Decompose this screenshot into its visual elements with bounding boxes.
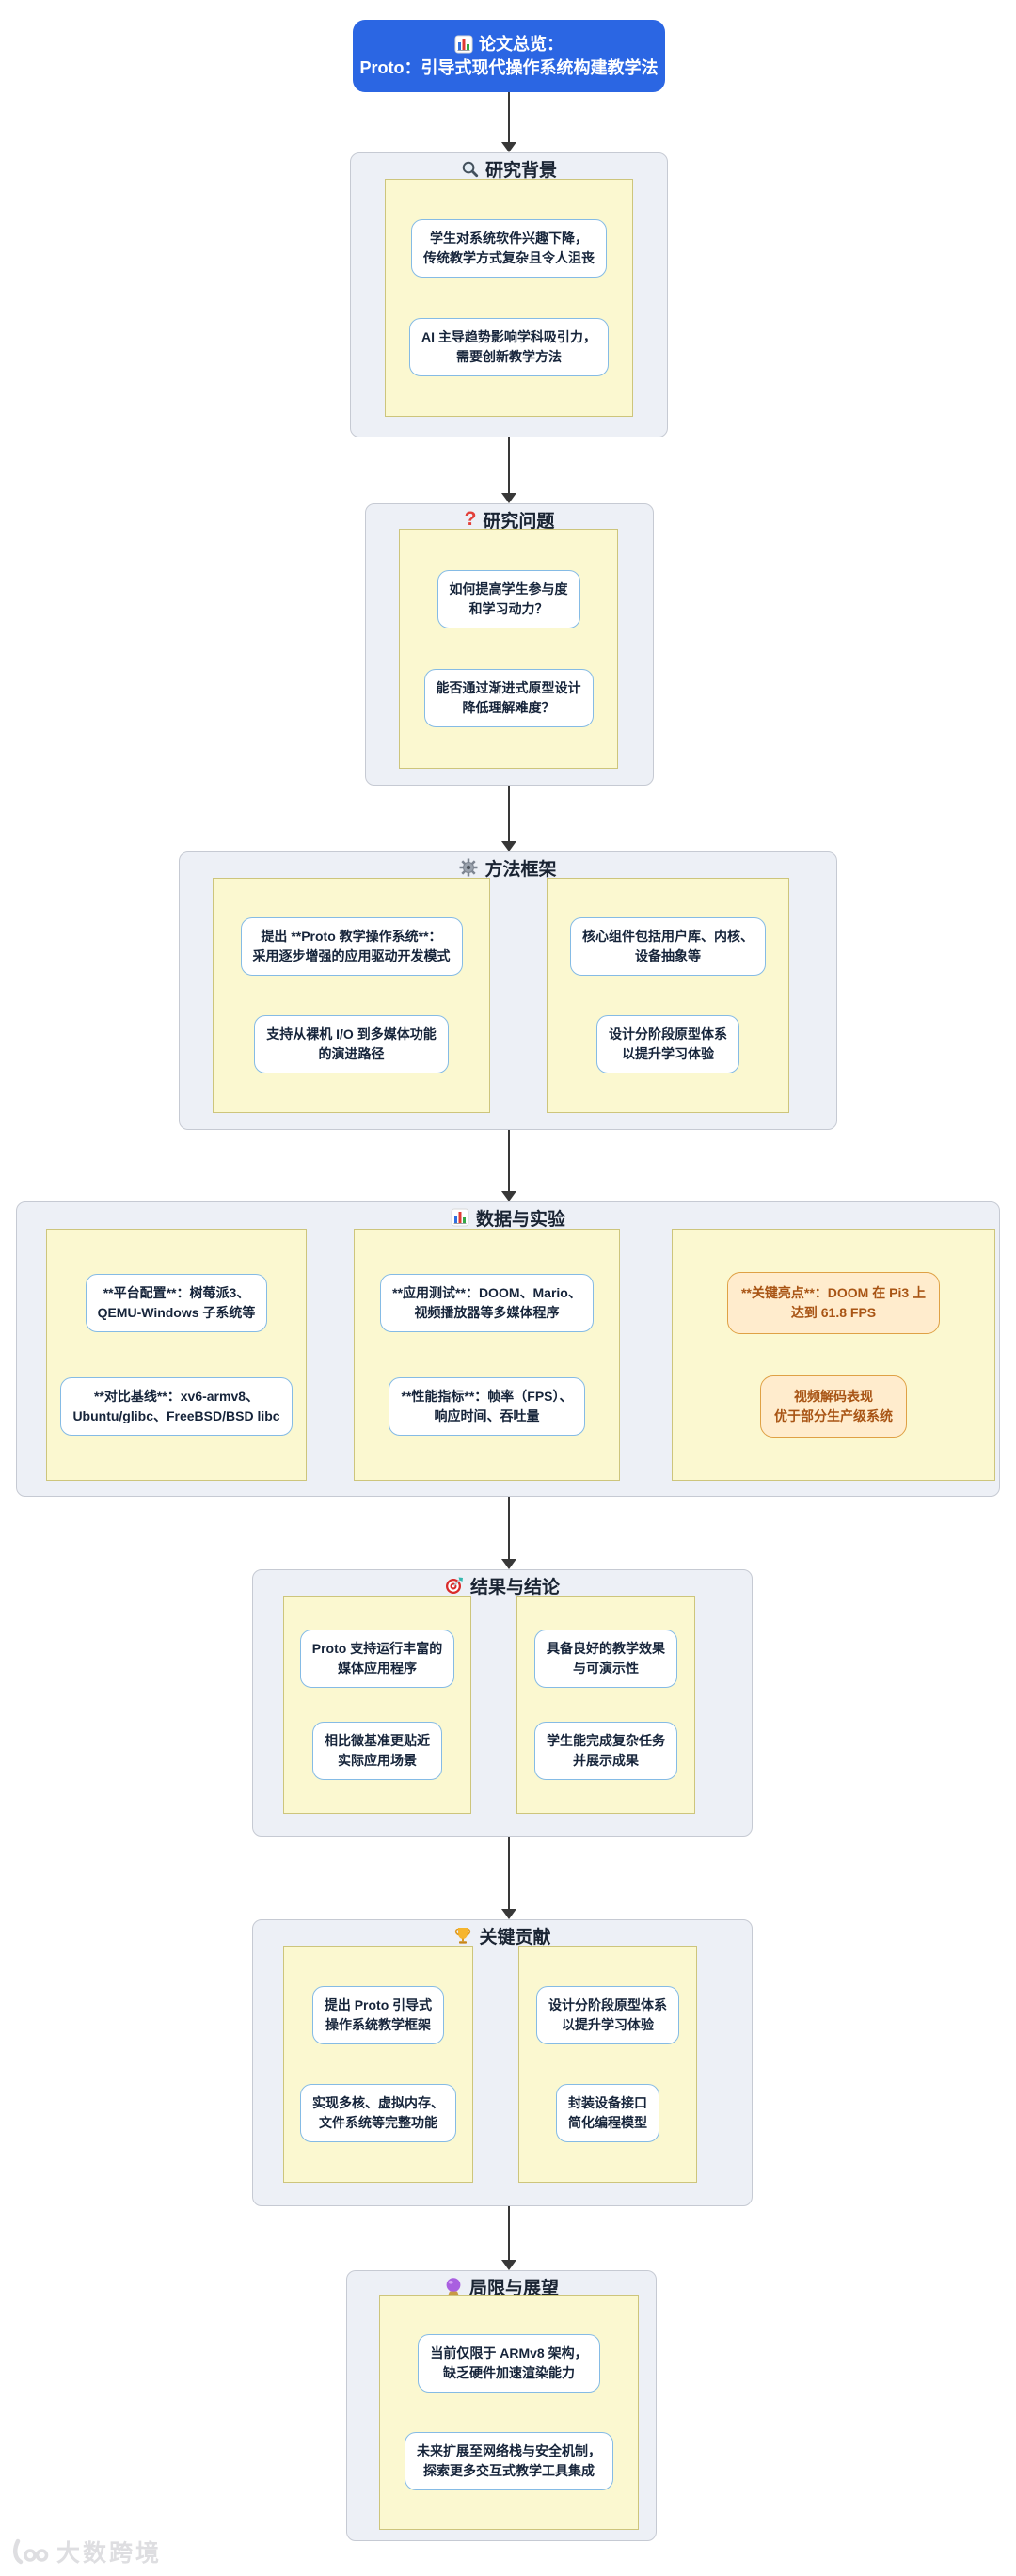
background-panel: 学生对系统软件兴趣下降， 传统教学方式复杂且令人沮丧 AI 主导趋势影响学科吸引… — [385, 179, 633, 417]
edge-arrowhead — [501, 2260, 516, 2270]
watermark-brand-text: 大数跨境 — [56, 2540, 163, 2567]
edge-line — [508, 1497, 510, 1559]
highlight-node: **关键亮点**：DOOM 在 Pi3 上 达到 61.8 FPS — [726, 1271, 941, 1334]
flow-node: AI 主导趋势影响学科吸引力， 需要创新教学方法 — [409, 317, 609, 376]
flow-node: 设计分阶段原型体系 以提升学习体验 — [536, 1986, 679, 2044]
section-method-title: 方法框架 — [180, 852, 836, 880]
section-title-text: 关键贡献 — [479, 1927, 551, 1948]
edge-line — [508, 1837, 510, 1909]
flow-node: 相比微基准更贴近 实际应用场景 — [312, 1721, 442, 1780]
edge-arrowhead — [501, 142, 516, 152]
section-results-title: 结果与结论 — [253, 1570, 752, 1598]
section-questions: ? 研究问题 如何提高学生参与度 和学习动力？ 能否通过渐进式原型设计 降低理解… — [365, 503, 654, 786]
edge-arrowhead — [501, 1909, 516, 1919]
flow-node: 学生能完成复杂任务 并展示成果 — [534, 1721, 677, 1780]
magnifier-icon — [461, 160, 479, 178]
flow-node: 支持从裸机 I/O 到多媒体功能 的演进路径 — [254, 1014, 449, 1073]
flow-node: 具备良好的教学效果 与可演示性 — [534, 1630, 677, 1689]
experiments-testing-panel: **应用测试**：DOOM、Mario、 视频播放器等多媒体程序 **性能指标*… — [354, 1229, 620, 1481]
experiments-highlight-panel: **关键亮点**：DOOM 在 Pi3 上 达到 61.8 FPS 视频解码表现… — [672, 1229, 995, 1481]
bar-chart-icon — [454, 35, 473, 54]
section-title-text: 结果与结论 — [469, 1577, 560, 1598]
experiments-platform-panel: **平台配置**：树莓派3、 QEMU-Windows 子系统等 **对比基线*… — [46, 1229, 307, 1481]
question-mark-icon: ? — [464, 508, 477, 530]
section-limitations: 局限与展望 当前仅限于 ARMv8 架构， 缺乏硬件加速渲染能力 未来扩展至网络… — [346, 2270, 657, 2541]
flow-node: 学生对系统软件兴趣下降， 传统教学方式复杂且令人沮丧 — [411, 219, 607, 278]
title-text-line2: Proto：引导式现代操作系统构建教学法 — [359, 57, 659, 77]
gear-icon — [459, 858, 478, 877]
edge-arrowhead — [501, 493, 516, 503]
flow-node: **应用测试**：DOOM、Mario、 视频播放器等多媒体程序 — [380, 1274, 594, 1333]
flow-node: **对比基线**：xv6-armv8、 Ubuntu/glibc、FreeBSD… — [60, 1376, 293, 1436]
edge-arrowhead — [501, 1191, 516, 1201]
section-experiments-title: 数据与实验 — [17, 1202, 999, 1230]
watermark-logo — [9, 2538, 49, 2565]
target-icon — [445, 1576, 464, 1595]
section-limitations-title: 局限与展望 — [347, 2271, 656, 2298]
questions-panel: 如何提高学生参与度 和学习动力？ 能否通过渐进式原型设计 降低理解难度？ — [399, 529, 618, 769]
flow-node: 如何提高学生参与度 和学习动力？ — [437, 570, 580, 628]
limitations-panel: 当前仅限于 ARMv8 架构， 缺乏硬件加速渲染能力 未来扩展至网络栈与安全机制… — [379, 2295, 639, 2530]
highlight-node: 视频解码表现 优于部分生产级系统 — [760, 1375, 907, 1439]
method-left-panel: 提出 **Proto 教学操作系统**： 采用逐步增强的应用驱动开发模式 支持从… — [213, 878, 490, 1113]
edge-arrowhead — [501, 841, 516, 851]
flow-node: 未来扩展至网络栈与安全机制， 探索更多交互式教学工具集成 — [405, 2431, 613, 2490]
section-contributions: 关键贡献 提出 Proto 引导式 操作系统教学框架 实现多核、虚拟内存、 文件… — [252, 1919, 753, 2206]
contributions-right-panel: 设计分阶段原型体系 以提升学习体验 封装设备接口 简化编程模型 — [518, 1946, 697, 2183]
flow-node: **平台配置**：树莓派3、 QEMU-Windows 子系统等 — [85, 1274, 268, 1333]
edge-arrowhead — [501, 1559, 516, 1569]
flow-node: 当前仅限于 ARMv8 架构， 缺乏硬件加速渲染能力 — [418, 2334, 600, 2393]
flow-node: Proto 支持运行丰富的 媒体应用程序 — [299, 1630, 455, 1689]
flow-node: 核心组件包括用户库、内核、 设备抽象等 — [570, 917, 766, 977]
edge-line — [508, 1130, 510, 1191]
bar-chart-icon — [451, 1208, 469, 1227]
section-questions-title: ? 研究问题 — [366, 504, 653, 532]
edge-line — [508, 786, 510, 841]
crystal-ball-icon — [444, 2277, 463, 2296]
edge-line — [508, 91, 510, 142]
title-text-line1: 论文总览： — [479, 34, 564, 54]
watermark: 大数跨境 — [9, 2535, 162, 2568]
section-background-title: 研究背景 — [351, 153, 667, 181]
title-line1: 论文总览： — [454, 33, 564, 56]
section-method: 方法框架 提出 **Proto 教学操作系统**： 采用逐步增强的应用驱动开发模… — [179, 851, 837, 1130]
section-title-text: 研究问题 — [483, 511, 555, 532]
method-right-panel: 核心组件包括用户库、内核、 设备抽象等 设计分阶段原型体系 以提升学习体验 — [547, 878, 789, 1113]
section-results: 结果与结论 Proto 支持运行丰富的 媒体应用程序 相比微基准更贴近 实际应用… — [252, 1569, 753, 1837]
section-title-text: 研究背景 — [484, 160, 557, 181]
flow-node: 设计分阶段原型体系 以提升学习体验 — [596, 1014, 739, 1073]
results-left-panel: Proto 支持运行丰富的 媒体应用程序 相比微基准更贴近 实际应用场景 — [283, 1596, 471, 1814]
flow-node: 提出 Proto 引导式 操作系统教学框架 — [311, 1986, 445, 2044]
edge-line — [508, 2206, 510, 2260]
contributions-left-panel: 提出 Proto 引导式 操作系统教学框架 实现多核、虚拟内存、 文件系统等完整… — [283, 1946, 473, 2183]
section-experiments: 数据与实验 **平台配置**：树莓派3、 QEMU-Windows 子系统等 *… — [16, 1201, 1000, 1497]
section-title-text: 方法框架 — [484, 859, 557, 880]
section-background: 研究背景 学生对系统软件兴趣下降， 传统教学方式复杂且令人沮丧 AI 主导趋势影… — [350, 152, 668, 437]
section-title-text: 局限与展望 — [468, 2278, 559, 2298]
flow-node: 封装设备接口 简化编程模型 — [556, 2084, 659, 2142]
trophy-icon — [453, 1926, 472, 1945]
paper-overview-title-node: 论文总览： Proto：引导式现代操作系统构建教学法 — [353, 20, 665, 92]
section-contributions-title: 关键贡献 — [253, 1920, 752, 1948]
flow-node: 提出 **Proto 教学操作系统**： 采用逐步增强的应用驱动开发模式 — [240, 917, 463, 977]
results-right-panel: 具备良好的教学效果 与可演示性 学生能完成复杂任务 并展示成果 — [516, 1596, 695, 1814]
section-title-text: 数据与实验 — [475, 1209, 565, 1230]
flow-node: 能否通过渐进式原型设计 降低理解难度？ — [423, 669, 594, 727]
flow-node: 实现多核、虚拟内存、 文件系统等完整功能 — [300, 2084, 456, 2142]
flow-node: **性能指标**：帧率（FPS）、 响应时间、吞吐量 — [389, 1376, 585, 1436]
edge-line — [508, 437, 510, 493]
